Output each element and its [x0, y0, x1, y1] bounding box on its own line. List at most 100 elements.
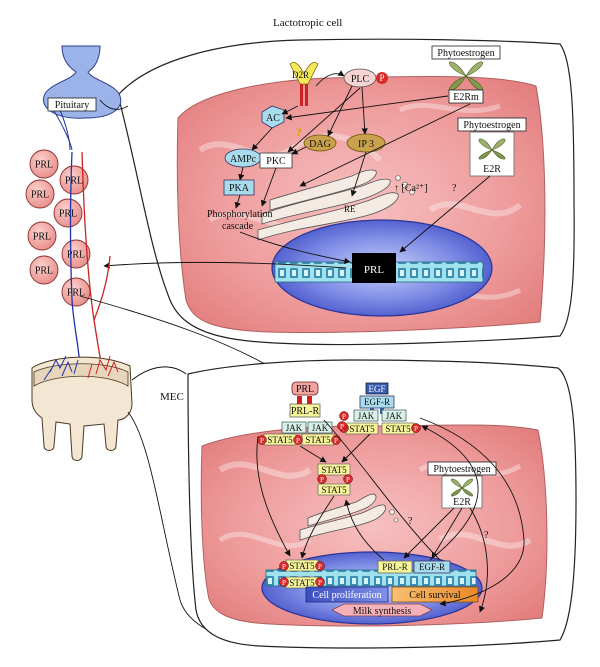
- plc-phospho-label: P: [379, 73, 384, 83]
- mec-title: MEC: [160, 391, 184, 403]
- mec-prl-r-label: PRL-R: [291, 406, 320, 417]
- phytoestrogen-right-box: [457, 117, 527, 132]
- prl-vesicle-label: PRL: [35, 160, 53, 171]
- prl-vesicle-label: PRL: [67, 250, 85, 261]
- phospho-dot-label: P: [334, 437, 338, 445]
- e2rm-label: E2Rm: [453, 92, 479, 103]
- ac-label: AC: [266, 113, 280, 124]
- phospho-dot-label: P: [342, 413, 346, 421]
- phospho-dot: [315, 577, 325, 587]
- egf-label: EGF: [368, 384, 385, 394]
- re-label: RE: [344, 204, 356, 214]
- phospho-dot: [411, 423, 421, 433]
- phospho-dot: [279, 561, 289, 571]
- mec-e2r-label: E2R: [453, 497, 471, 508]
- phytoestrogen-top-box: [431, 45, 501, 60]
- nuc-prl-r-label: PRL-R: [382, 562, 408, 572]
- egf-ligand: [365, 382, 389, 395]
- stat5-label-2: STAT5: [305, 435, 331, 445]
- plc-phospho-icon: [376, 72, 388, 84]
- dag-node: [303, 134, 337, 152]
- phospho-dot: [339, 411, 349, 421]
- mec-signaling-cluster: JAK JAK STAT5 STAT5 JAK JAK STAT5 STAT5 …: [263, 409, 415, 589]
- blood-vessels: [69, 151, 111, 377]
- phospho-dot: [337, 421, 347, 431]
- milk-synthesis-shape: [331, 603, 433, 617]
- stat5-label-1: STAT5: [267, 435, 293, 445]
- phospho-dot-label: P: [340, 423, 344, 431]
- cell-proliferation-label: Cell proliferation: [312, 590, 381, 601]
- stat5-label-6: STAT5: [321, 485, 347, 495]
- pkc-label: PKC: [266, 156, 286, 167]
- prl-vesicle: [61, 239, 91, 269]
- e2r-frame: [469, 131, 515, 177]
- phospho-dot: [293, 435, 303, 445]
- prl-gene-label: PRL: [364, 264, 384, 276]
- phospho-dot-label: P: [260, 437, 264, 445]
- phospho-dot-label: P: [346, 476, 350, 484]
- phospho-dot-label: P: [296, 437, 300, 445]
- phospho-dot-label: P: [414, 425, 418, 433]
- mec-arrows: [256, 417, 525, 613]
- phosphorylation-label-line2: cascade: [222, 221, 254, 232]
- d2r-label: D2R: [292, 70, 309, 80]
- prl-vesicle-label: PRL: [33, 232, 51, 243]
- ampc-label: AMPc: [230, 154, 257, 165]
- ac-node: [261, 105, 285, 129]
- mec-er: [299, 493, 399, 541]
- phospho-dot: [315, 561, 325, 571]
- nuc-prl-r-box: [377, 560, 413, 574]
- mec-phytoestrogen-leaf-icon: [451, 478, 473, 497]
- stat5-label-3: STAT5: [349, 424, 375, 434]
- phytoestrogen-right-leaf-icon: [478, 138, 506, 160]
- prl-vesicle: [59, 165, 89, 195]
- prl-vesicle-label: PRL: [35, 266, 53, 277]
- mec-prl-label: PRL: [296, 384, 314, 395]
- e2r-label: E2R: [483, 164, 501, 175]
- phytoestrogen-top-leaf-icon: [449, 61, 483, 91]
- milk-synthesis-label: Milk synthesis: [353, 606, 412, 617]
- mec-question-label-2: ?: [484, 530, 489, 541]
- lactotrope-arrows: [103, 70, 491, 269]
- phospho-dot: [317, 474, 327, 484]
- stat5-label-4: STAT5: [385, 424, 411, 434]
- phosphorylation-label-line1: Phosphorylation: [207, 209, 273, 220]
- phospho-dot: [279, 577, 289, 587]
- prl-vesicle: [53, 198, 83, 228]
- plc-label: PLC: [351, 74, 370, 85]
- d2r-receptor: [289, 62, 319, 106]
- prl-vesicle: [25, 179, 55, 209]
- mec-prl-r-box: [289, 403, 321, 418]
- jak-label-1: JAK: [286, 423, 303, 433]
- mec-phytoestrogen-label: Phytoestrogen: [433, 464, 490, 475]
- phospho-dot-label: P: [282, 563, 286, 571]
- phospho-dot: [343, 474, 353, 484]
- phytoestrogen-right-label: Phytoestrogen: [463, 120, 520, 131]
- mec-question-label-1: ?: [408, 516, 413, 527]
- jak-label-2: JAK: [312, 423, 329, 433]
- dag-label: DAG: [309, 139, 331, 150]
- pituitary-label: Pituitary: [55, 100, 89, 111]
- prl-vesicle: [29, 149, 59, 179]
- phospho-dot-label: P: [318, 579, 322, 587]
- mammary-tissue-block: [31, 355, 133, 461]
- pituitary-link-line: [99, 99, 129, 110]
- egf-r-box: [359, 395, 395, 409]
- mec-prl-ligand: [291, 381, 319, 396]
- prl-vesicle-label: PRL: [59, 209, 77, 220]
- pituitary-box: [47, 97, 97, 112]
- cell-survival-box: [391, 586, 479, 603]
- phytoestrogen-top-label: Phytoestrogen: [437, 48, 494, 59]
- stat5-label-8: STAT5: [289, 578, 315, 588]
- lactotrope-er: [257, 169, 415, 241]
- e2rm-box: [448, 89, 484, 104]
- phospho-dot-label: P: [318, 563, 322, 571]
- calcium-label: ↑ [Ca²⁺]: [394, 183, 428, 194]
- phospho-dot-label: P: [282, 579, 286, 587]
- jak-label-4: JAK: [386, 411, 403, 421]
- lactotrope-question-label: ?: [452, 183, 457, 194]
